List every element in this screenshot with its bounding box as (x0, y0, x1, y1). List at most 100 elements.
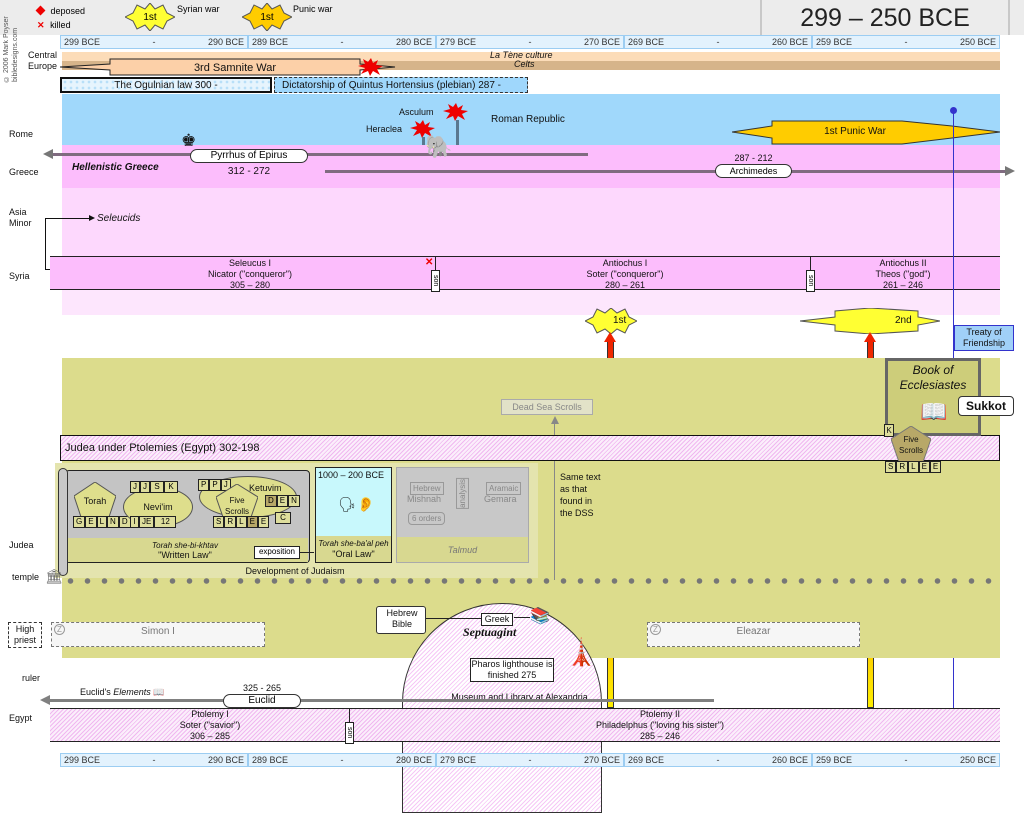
elephant-icon: 🐘 (425, 134, 453, 159)
killed-icon: ✕ (37, 20, 45, 30)
arrow-up-icon (551, 416, 559, 424)
credit-line-1: © 2006 Mark Poyser (3, 16, 10, 82)
region-label-central-europe: Central Europe (28, 50, 58, 71)
euclid-timeline (50, 699, 714, 702)
book-icon: 📖 (153, 687, 165, 697)
asculum-pole (456, 120, 459, 154)
region-label-judea: Judea (9, 540, 34, 550)
legend-syrian-war-badge: 1st (125, 3, 175, 31)
pyrrhus-dates: 312 - 272 (227, 166, 271, 177)
samnite-war-label: 3rd Samnite War (193, 62, 277, 74)
k-tag: K (884, 424, 894, 437)
hellenistic-greece-label: Hellenistic Greece (72, 162, 159, 173)
punic-war-arrow (732, 120, 1000, 145)
oral-law-caption-2: "Oral Law" (332, 549, 375, 559)
museum-label: Museum and Library at Alexandria (451, 692, 588, 702)
killed-icon: ✕ (425, 257, 434, 268)
treaty-dot-top (950, 107, 957, 114)
hebrew-bible-scroll (376, 606, 426, 634)
ruler-segment: 289 BCE-280 BCE (248, 35, 436, 49)
eleazar-label: Eleazar (736, 626, 771, 637)
greek-label: Greek (481, 613, 513, 626)
torah-label: Torah (83, 496, 107, 506)
ruler-segment: 299 BCE-290 BCE (60, 753, 248, 767)
written-five-scrolls-label: Five Scrolls (224, 496, 249, 516)
six-orders-label: 6 orders (408, 512, 446, 525)
credit-line-2: bibledesigns.com (12, 27, 19, 82)
arrow-left-icon (43, 149, 53, 159)
ruler-segment: 289 BCE-280 BCE (248, 753, 436, 767)
ear-icon: 👂 (357, 496, 375, 512)
syria-king-antiochus-1: Antiochus I Soter ("conqueror") 280 – 26… (586, 258, 664, 290)
ogulnian-law-box (60, 77, 272, 93)
ruler-segment: 259 BCE-250 BCE (812, 35, 1000, 49)
roman-republic-label: Roman Republic (491, 114, 565, 125)
samnite-war-arrow (60, 58, 396, 76)
first-syrian-war-label: 1st (613, 315, 627, 326)
second-syrian-war-star (800, 308, 940, 334)
septuagint-label: Septuagint (463, 625, 517, 639)
ruler-segment: 259 BCE-250 BCE (812, 753, 1000, 767)
same-text-note: Same text as that found in the DSS (560, 472, 601, 518)
archimedes-dates: 287 - 212 (734, 153, 773, 163)
time-ruler-bottom: 299 BCE-290 BCE 289 BCE-280 BCE 279 BCE-… (60, 753, 1000, 767)
treaty-of-friendship: Treaty of Friendship (954, 325, 1014, 351)
band-asia-minor (62, 188, 1000, 256)
battle-explosion-icon (358, 58, 383, 76)
pyrrhus-timeline (50, 153, 588, 156)
region-label-high-priest: High priest (8, 622, 42, 648)
region-label-syria: Syria (9, 271, 30, 281)
region-label-temple: temple (12, 572, 40, 582)
region-label-rome: Rome (9, 129, 34, 139)
simon-label: Simon I (141, 626, 175, 637)
book-icon: 📖 (920, 399, 948, 424)
punic-war-label: 1st Punic War (824, 126, 886, 137)
seleucids-label: Seleucids (97, 213, 141, 224)
ruler-segment: 269 BCE-260 BCE (624, 753, 812, 767)
books-icon: 📚 (530, 608, 550, 625)
archimedes-timeline (325, 170, 1005, 173)
gemara-label: Gemara (484, 494, 517, 504)
page-title: 299 – 250 BCE (760, 0, 1010, 35)
region-label-asia-minor: Asia Minor (9, 207, 32, 228)
euclid-dates: 325 - 265 (242, 683, 282, 693)
egypt-king-ptolemy-2: Ptolemy II Philadelphus ("loving his sis… (596, 709, 724, 741)
band-celts (62, 61, 1000, 70)
ketuvim-label: Ketuvim (249, 483, 282, 493)
crown-icon: ♚ (181, 131, 197, 150)
son-tag: son (431, 270, 440, 292)
exposition-box: exposition (254, 546, 300, 559)
dead-sea-scrolls-label: Dead Sea Scrolls (512, 402, 582, 412)
region-label-egypt: Egypt (9, 713, 33, 723)
band-syria (50, 256, 1000, 290)
neviim-label: Nevi'im (143, 502, 173, 512)
ketuvim-c: C (275, 512, 291, 524)
euclid-elements-label: Euclid's Elements 📖 (80, 687, 165, 697)
dss-arrow-line (554, 420, 555, 580)
development-label: Development of Judaism (245, 566, 345, 576)
credit-text: © 2006 Mark Poyser bibledesigns.com (2, 2, 22, 82)
sukkot-label: Sukkot (958, 396, 1014, 416)
arrow-up-icon (864, 332, 876, 342)
son-tag: son (345, 722, 354, 744)
written-law-caption-2: "Written Law" (158, 550, 212, 560)
arrow-right-icon (514, 617, 530, 618)
gemara-aramaic: Aramaic (486, 482, 522, 495)
ecclesiastes-title: Book of Ecclesiastes (899, 363, 967, 392)
egypt-king-ptolemy-1: Ptolemy I Soter ("savior") 306 – 285 (179, 709, 241, 741)
dictatorship-box (274, 77, 528, 93)
la-tene-label: La Tène culture (490, 50, 553, 60)
bible-to-greek-line (426, 618, 482, 619)
speaking-head-icon: 🗣 (338, 496, 356, 512)
reign-divider (810, 256, 811, 270)
five-scrolls-pentagon (216, 484, 258, 520)
z-icon: Z (54, 624, 65, 635)
reign-divider (435, 256, 436, 270)
hebrew-bible-label: Hebrew Bible (386, 608, 418, 629)
syria-king-antiochus-2: Antiochus II Theos ("god") 261 – 246 (875, 258, 931, 290)
mishnah-label: Mishnah (407, 494, 442, 504)
